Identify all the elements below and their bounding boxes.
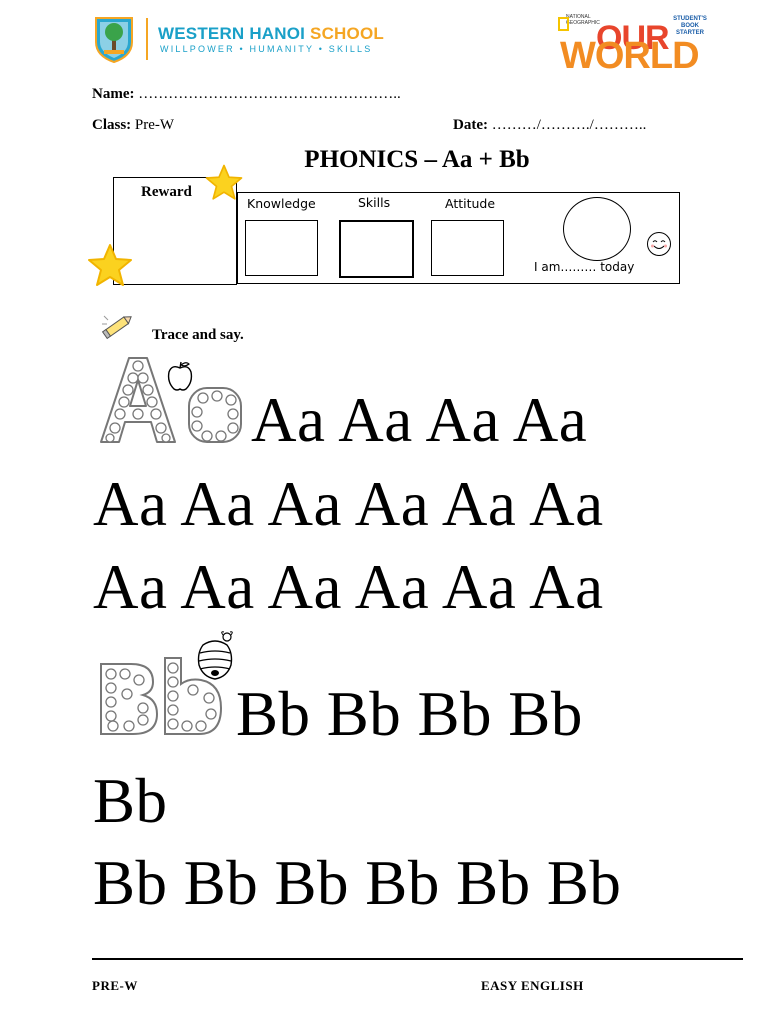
trace-line-a-3: Aa Aa Aa Aa Aa Aa [93,552,604,622]
name-label: Name: [92,86,135,102]
pencil-icon [100,310,136,342]
star-icon [204,163,244,203]
trace-line-a-2: Aa Aa Aa Aa Aa Aa [93,469,604,539]
class-label: Class: [92,117,132,133]
school-name-part2: SCHOOL [310,24,384,43]
school-name-part1: WESTERN HANOI [158,24,311,43]
book-logo-text-1: OUR [596,19,670,57]
attitude-score-box[interactable] [431,220,504,276]
footer-divider [92,958,743,960]
trace-line-b-3: Bb Bb Bb Bb Bb Bb [93,848,622,918]
smiley-face-icon [646,231,672,257]
class-value: Pre-W [131,117,175,133]
apple-icon [165,360,195,392]
book-badge: STUDENT'S BOOK STARTER [673,16,707,36]
logo-divider [146,18,148,60]
dot-letter-a-art [95,352,247,450]
reward-label: Reward [141,184,192,200]
knowledge-label: Knowledge [247,196,316,211]
book-logo-text-2: WORLD [560,35,700,77]
publisher-icon [558,17,569,31]
trace-instruction: Trace and say. [152,327,244,343]
star-icon [86,242,134,290]
class-line: Class: Pre-W [92,117,174,134]
name-line[interactable]: Name: …………………………………………….. [92,86,401,103]
skills-label: Skills [358,195,391,210]
date-line[interactable]: Date: ………/………./……….. [453,117,646,134]
dot-letter-b-art [97,654,227,738]
today-text: I am……… today [534,260,635,274]
date-label: Date: [453,117,488,133]
name-blank[interactable]: …………………………………………….. [134,86,401,102]
school-logo [92,14,136,64]
school-name: WESTERN HANOI SCHOOL [158,24,384,44]
attitude-label: Attitude [445,196,496,211]
beehive-icon [193,631,237,681]
footer-left: PRE-W [92,978,138,993]
page-title: PHONICS – Aa + Bb [304,146,530,173]
knowledge-score-box[interactable] [245,220,318,276]
evaluation-box [236,192,680,284]
self-assessment-circle[interactable] [563,197,631,261]
trace-line-b-1: Bb Bb Bb Bb [236,679,583,749]
school-crest-icon [95,17,133,64]
footer-right: EASY ENGLISH [481,978,584,993]
skills-score-box[interactable] [339,220,414,278]
book-logo: OUR [596,18,670,58]
trace-line-a-1: Aa Aa Aa Aa [251,385,588,455]
school-motto: WILLPOWER • HUMANITY • SKILLS [160,44,373,54]
book-logo-line-2: WORLD [560,35,700,77]
trace-line-b-2: Bb [93,766,168,836]
date-blank[interactable]: ………/………./……….. [487,117,647,133]
publisher-tag: NATIONAL GEOGRAPHIC [566,14,600,26]
